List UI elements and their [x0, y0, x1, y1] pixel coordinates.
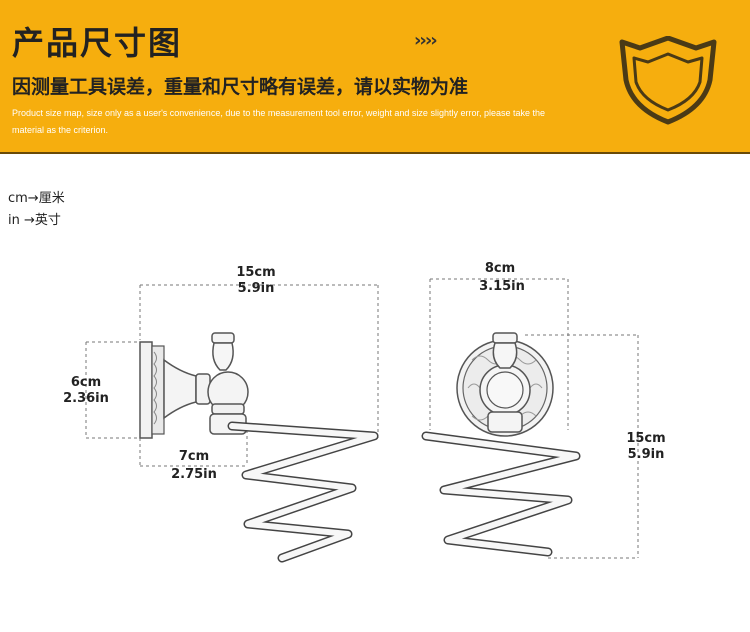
unit-in-label: in →英寸 — [8, 213, 61, 228]
front-width-cm: 8cm — [485, 261, 515, 276]
side-width-in: 5.9in — [238, 281, 275, 296]
side-height-cm: 6cm — [71, 375, 101, 390]
front-height-cm: 15cm — [626, 431, 665, 446]
front-height-in: 5.9in — [628, 447, 665, 462]
arrows-icon: ›››› — [414, 30, 438, 51]
front-width-in: 3.15in — [479, 279, 525, 294]
side-depth-cm: 7cm — [179, 449, 209, 464]
header-divider — [0, 140, 750, 154]
shield-icon — [619, 36, 717, 125]
page-subtitle: 因测量工具误差，重量和尺寸略有误差，请以实物为准 — [12, 76, 469, 98]
side-view — [85, 284, 379, 563]
side-height-in: 2.36in — [63, 391, 109, 406]
side-depth-in: 2.75in — [171, 467, 217, 482]
english-note: Product size map, size only as a user's … — [12, 108, 545, 135]
unit-legend: cm→厘米 in →英寸 — [8, 188, 65, 232]
unit-cm-label: cm→厘米 — [8, 191, 65, 206]
front-view — [421, 278, 639, 559]
side-width-cm: 15cm — [236, 265, 275, 280]
page-title: 产品尺寸图 — [12, 24, 183, 62]
